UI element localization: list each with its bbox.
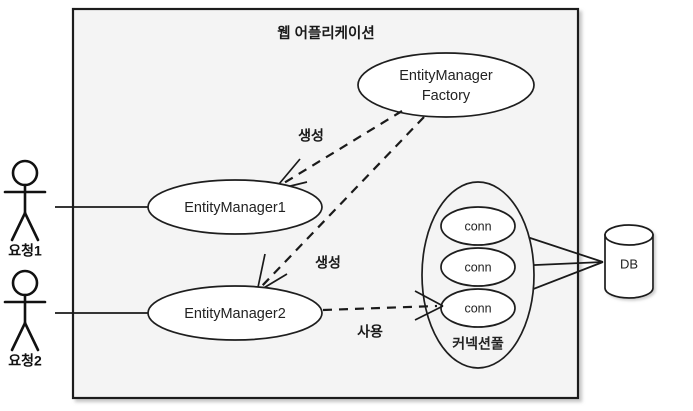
actor-request-2[interactable]: 요청2: [3, 269, 47, 369]
entitymanager2-node[interactable]: EntityManager2: [147, 285, 323, 341]
conn-2-shape: [440, 247, 516, 287]
connection-pool-label: 커넥션풀: [452, 336, 504, 352]
actor-leg-right-icon: [23, 211, 40, 242]
edge-create-entitymanager1: 생성: [273, 110, 403, 191]
entitymanagerfactory-label-line1: EntityManager: [399, 68, 493, 84]
conn-1-shape: [440, 206, 516, 246]
actor-1-label: 요청1: [8, 243, 42, 259]
conn-1-label: conn: [464, 219, 491, 233]
database-cylinder-body: [604, 234, 654, 299]
edge-use-connection: 사용: [322, 290, 444, 340]
container-title: 웹 어플리케이션: [277, 25, 374, 42]
entitymanager1-shape: [147, 179, 323, 235]
edge-create-em2-label: 생성: [315, 255, 341, 271]
edge-create-em1-line: [278, 110, 403, 187]
conn-node-2[interactable]: conn: [440, 247, 516, 287]
conn-node-3[interactable]: conn: [440, 288, 516, 328]
edge-create-em1-label: 생성: [298, 128, 324, 144]
entitymanager2-label: EntityManager2: [184, 306, 286, 322]
actor-leg-left-icon: [10, 211, 27, 242]
edge-use-line: [322, 304, 438, 312]
edge-use-arrowhead-icon: [414, 290, 444, 321]
edge-create-em2-line: [260, 116, 425, 288]
entitymanagerfactory-shape: [357, 52, 535, 118]
conn-2-label: conn: [464, 260, 491, 274]
actor-leg-right-icon: [23, 321, 40, 352]
actor-leg-left-icon: [10, 321, 27, 352]
database-label: DB: [620, 256, 638, 271]
database-node[interactable]: DB: [604, 224, 654, 299]
actor-head-icon: [11, 269, 39, 297]
entitymanager1-label: EntityManager1: [184, 200, 286, 216]
database-cylinder-top: [604, 224, 654, 246]
actor-request-1[interactable]: 요청1: [3, 159, 47, 259]
entitymanager2-shape: [147, 285, 323, 341]
entitymanager1-node[interactable]: EntityManager1: [147, 179, 323, 235]
entitymanagerfactory-label-line2: Factory: [422, 88, 471, 104]
conn-3-shape: [440, 288, 516, 328]
conn-node-1[interactable]: conn: [440, 206, 516, 246]
edge-use-label: 사용: [357, 324, 383, 340]
actor-head-icon: [11, 159, 39, 187]
entitymanagerfactory-node[interactable]: EntityManager Factory: [357, 52, 535, 118]
actor-2-label: 요청2: [8, 353, 42, 369]
conn-3-label: conn: [464, 301, 491, 315]
